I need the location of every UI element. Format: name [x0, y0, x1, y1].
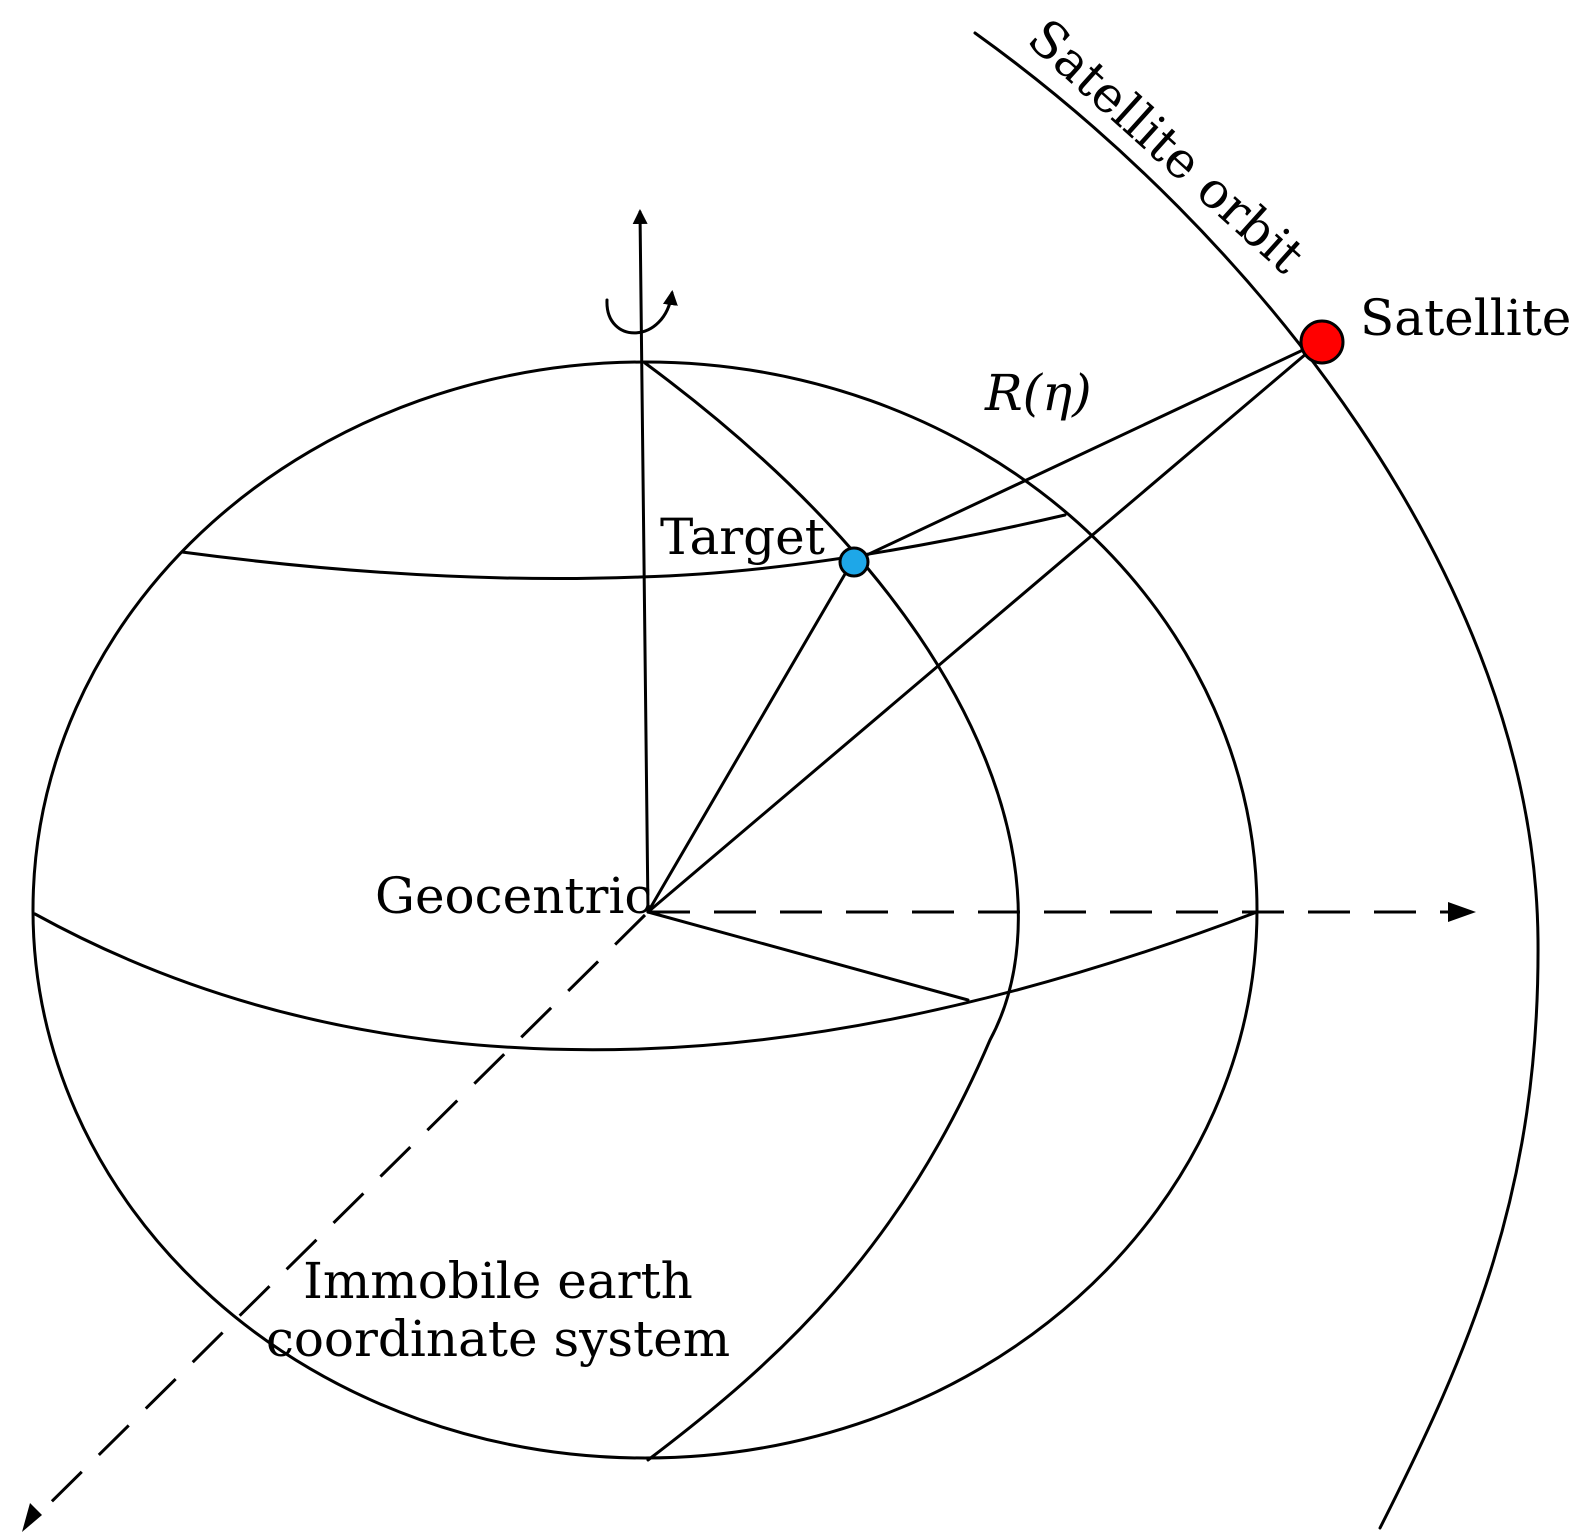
- geocentric-to-equator-line: [646, 910, 970, 1002]
- coordinate-system-label-line2: coordinate system: [266, 1310, 730, 1368]
- rotation-arrow-icon: [605, 290, 678, 335]
- coordinate-system-label-line1: Immobile earth: [303, 1252, 693, 1310]
- satellite-label: Satellite: [1360, 289, 1571, 347]
- rotation-axis: [632, 209, 650, 914]
- diagonal-axis-arrowhead: [22, 1503, 42, 1532]
- geocentric-to-satellite-line: [646, 340, 1322, 914]
- satellite-marker: [1299, 319, 1345, 365]
- target-meridian: [643, 361, 1020, 1462]
- satellite-orbit-label: Satellite orbit: [1017, 8, 1315, 285]
- geocentric-label: Geocentric: [375, 867, 652, 925]
- slant-range-line: [850, 340, 1322, 564]
- target-label: Target: [660, 508, 825, 566]
- geocentric-to-target-line: [646, 560, 854, 914]
- range-label: R(η): [984, 364, 1092, 422]
- target-marker: [838, 546, 870, 578]
- diagonal-axis-dashed: [28, 913, 647, 1525]
- satellite-orbit-path: [973, 31, 1540, 1530]
- equator-line: [33, 910, 1259, 1052]
- horizontal-axis-arrowhead: [1448, 902, 1476, 922]
- upper-latitude-line: [180, 513, 1067, 581]
